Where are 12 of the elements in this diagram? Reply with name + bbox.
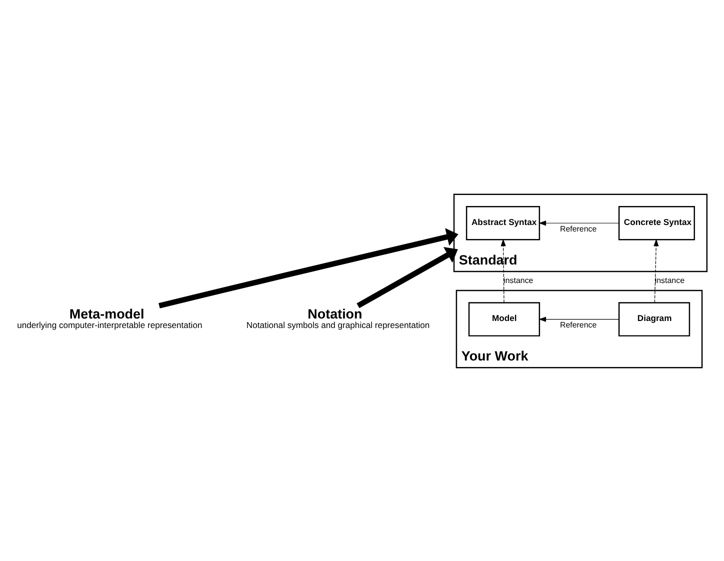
arrow <box>538 220 620 226</box>
node-text: Notation Notational symbols and graphical representation <box>246 306 430 330</box>
arrow <box>654 238 659 302</box>
node-box: Model <box>468 302 540 336</box>
node-box: Abstract Syntax <box>466 205 540 240</box>
arrow <box>158 228 458 308</box>
node-box: Diagram <box>618 302 690 336</box>
arrow <box>538 316 620 322</box>
node-box: Concrete Syntax <box>618 205 695 240</box>
arrow <box>356 246 458 308</box>
node-text: Meta-model underlying computer-interpretable representation <box>17 306 202 330</box>
arrow <box>500 238 506 302</box>
